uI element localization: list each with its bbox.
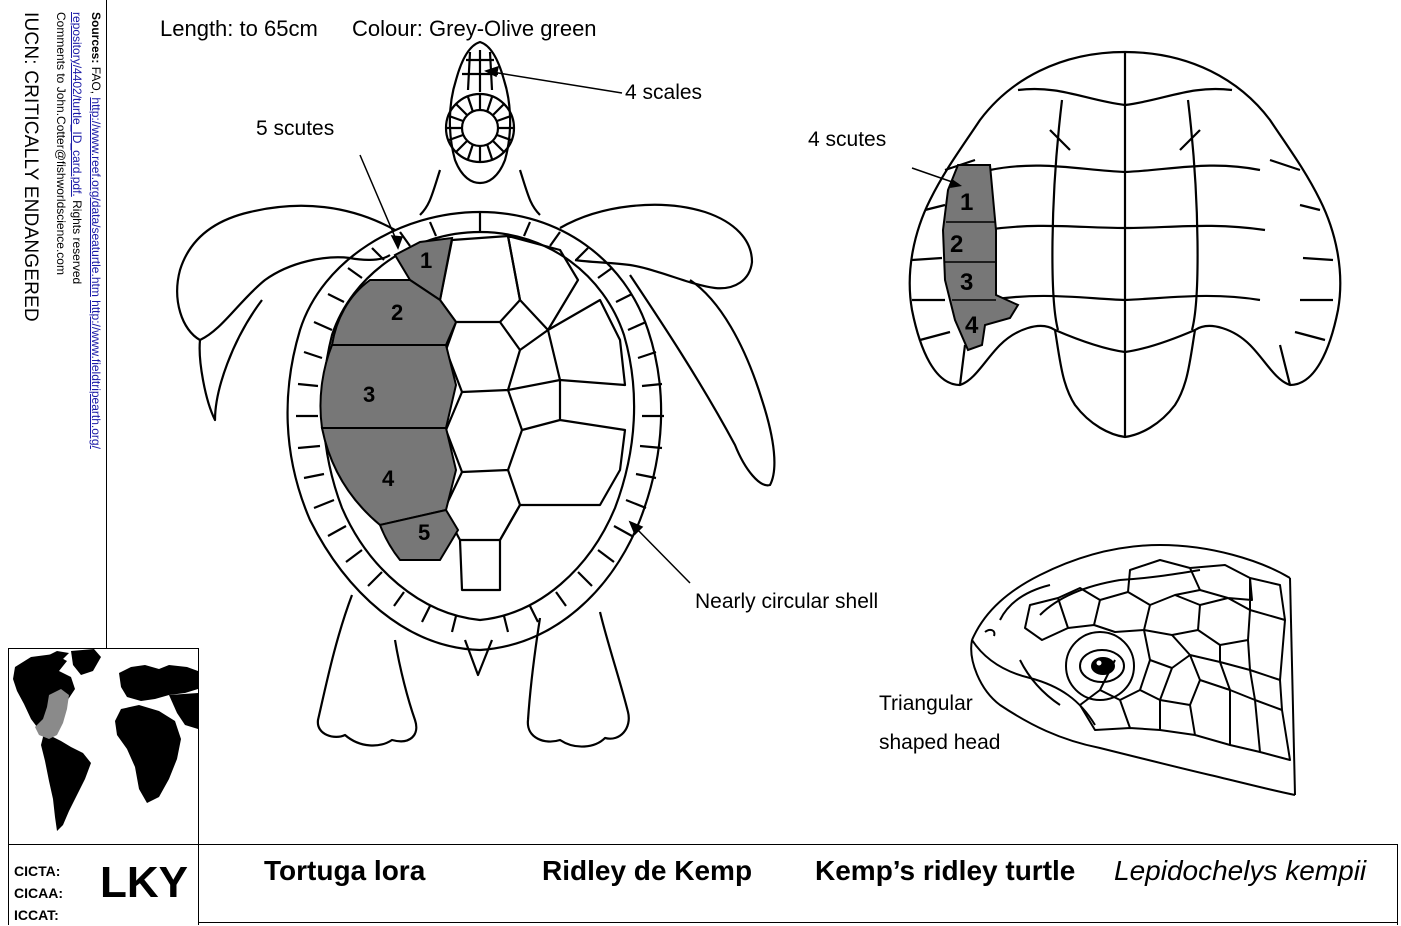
- comments-line: Comments to John.Cotter@fishworldscience…: [55, 12, 67, 275]
- length-text: Length: to 65cm: [160, 16, 318, 42]
- colour-text: Colour: Grey-Olive green: [352, 16, 597, 42]
- carapace-number-2: 2: [950, 231, 963, 258]
- rights-text: Rights reserved: [70, 200, 84, 284]
- sources-line-2: repository/4402/turtle_ID_card.pdf. Righ…: [71, 12, 83, 284]
- arrow-4-scales: [492, 72, 622, 93]
- sources-label: Sources:: [89, 12, 103, 63]
- label-5-scutes: 5 scutes: [256, 117, 334, 141]
- species-code: LKY: [100, 858, 188, 908]
- nostril: [985, 630, 994, 636]
- footer-right: [1397, 844, 1398, 925]
- link-fieldtrip[interactable]: http://www.fieldtripearth.org/: [89, 300, 103, 449]
- scute-number-3: 3: [363, 382, 375, 407]
- sources-fao: FAO,: [89, 67, 103, 94]
- comments-text: Comments to John.Cotter@fishworldscience…: [54, 12, 68, 275]
- carapace-diagram: 1 2 3 4: [900, 45, 1360, 445]
- footer-bottom: [198, 922, 1398, 923]
- label-4-scutes: 4 scutes: [808, 128, 886, 152]
- scute-number-4: 4: [382, 466, 395, 491]
- arrow-5-scutes: [360, 155, 398, 244]
- scute-number-2: 2: [391, 300, 403, 325]
- head-profile: [960, 535, 1300, 800]
- left-rear-flipper: [318, 595, 416, 745]
- name-english: Kemp’s ridley turtle: [815, 855, 1075, 887]
- carapace-number-1: 1: [960, 189, 973, 216]
- label-circular-shell: Nearly circular shell: [695, 590, 878, 614]
- label-4-scales: 4 scales: [625, 81, 702, 105]
- head-center-scale: [462, 110, 498, 146]
- carapace-number-4: 4: [965, 312, 979, 339]
- scute-3: [320, 345, 456, 428]
- distribution-map: [9, 649, 198, 844]
- arrow-circular-shell: [634, 526, 690, 583]
- sidebar-right-border: [106, 0, 107, 648]
- name-scientific: Lepidochelys kempii: [1114, 855, 1366, 887]
- scute-number-5: 5: [418, 520, 430, 545]
- right-costal-scutes: [500, 236, 625, 540]
- name-french: Ridley de Kemp: [542, 855, 752, 887]
- arrow-4-scutes: [912, 168, 958, 184]
- codes-labels: CICTA: CICAA: ICCAT:: [14, 860, 63, 926]
- name-spanish: Tortuga lora: [264, 855, 425, 887]
- iccat-label: ICCAT:: [14, 904, 63, 926]
- footer-top: [8, 844, 1398, 845]
- link-turtle-card[interactable]: repository/4402/turtle_ID_card.pdf.: [70, 12, 84, 197]
- turtle-top-view: 1 2 3 4 5: [150, 40, 800, 760]
- cicaa-label: CICAA:: [14, 882, 63, 904]
- scute-number-1: 1: [420, 248, 432, 273]
- turtle-neck: [420, 170, 540, 215]
- carapace-number-3: 3: [960, 269, 973, 296]
- sources-line-1: Sources: FAO, http://www.reef.org/data/s…: [90, 12, 102, 449]
- label-head-line1: Triangular: [879, 692, 973, 716]
- turtle-tail: [465, 640, 492, 675]
- eye-pupil: [1091, 657, 1115, 675]
- cicta-label: CICTA:: [14, 860, 63, 882]
- link-reef[interactable]: http://www.reef.org/data/seaturtle.htm: [89, 97, 103, 296]
- iucn-status: IUCN: CRITICALLY ENDANGERED: [21, 12, 40, 322]
